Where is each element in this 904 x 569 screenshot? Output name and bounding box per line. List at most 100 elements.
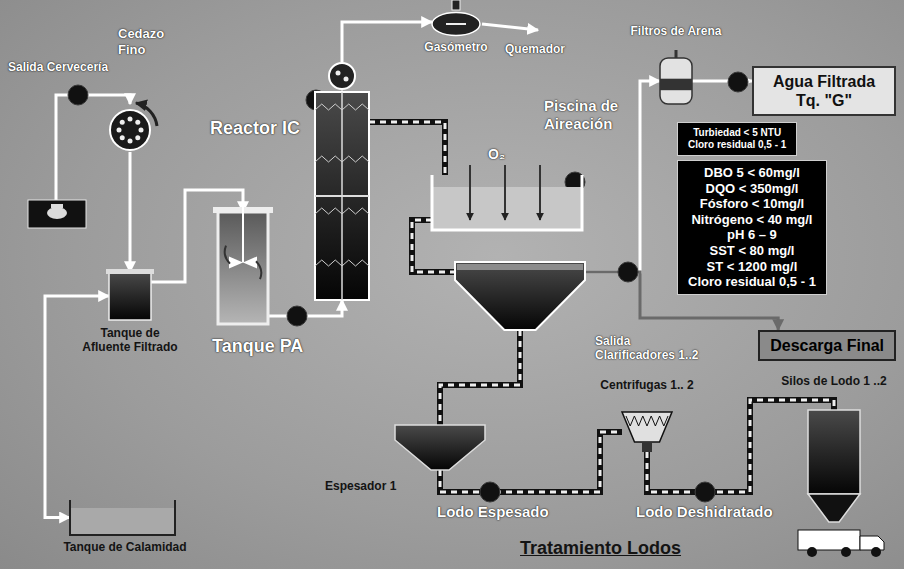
truck [798, 530, 884, 557]
feed-tank-drawing [109, 272, 151, 320]
clarifier: Salida Clarificadores 1..2 [455, 262, 585, 330]
gas-holder-shape [452, 0, 460, 10]
reactor-column-shape [344, 77, 349, 82]
screen-shape [139, 128, 144, 133]
water-line [129, 152, 132, 272]
aeration-basin: Piscina de Aireación [432, 175, 582, 230]
aeration-basin-shape [469, 165, 471, 220]
sludge-line [369, 122, 445, 175]
sludge-line [440, 330, 520, 425]
screen-shape [136, 103, 157, 126]
feed-tank: Tanque de Afluente Filtrado [109, 272, 151, 320]
water-box: Agua Filtrada Tq. "G" [752, 66, 896, 116]
aeration-basin-shape [504, 165, 506, 220]
node-text: Nitrógeno < 40 mg/l [688, 212, 816, 228]
drawing-part [287, 306, 307, 326]
node-text: Reactor IC [210, 118, 310, 140]
sludge-line-dash [440, 330, 520, 425]
plant-label: Quemador [505, 42, 565, 56]
reactor-column-drawing [315, 62, 369, 300]
centrifuge: Centrifugas 1.. 2 [622, 412, 672, 452]
label-holder: Espesador 1 [325, 479, 420, 493]
drawing-part [860, 536, 884, 550]
centrifuge-shape [622, 412, 672, 442]
label-holder: Silos de Lodo 1 ..2 [764, 374, 904, 388]
drawing-part [480, 482, 500, 502]
plant-label: Salida Cervecería [8, 60, 108, 74]
thickener-shape [395, 425, 485, 470]
node-text: Descarga Final [770, 336, 884, 355]
node-text: Agua Filtrada Tq. "G" [764, 72, 884, 110]
sand-filter-drawing [660, 58, 692, 104]
node-text: DQO < 350mg/l [688, 181, 816, 197]
drawing-part [871, 547, 881, 557]
node-text: Fósforo < 10mg/l [688, 196, 816, 212]
screen-shape [110, 110, 150, 150]
label-holder: Tanque de Afluente Filtrado [81, 326, 179, 355]
emergency-tank: Tanque de Calamidad [70, 500, 175, 535]
screen-shape [120, 120, 125, 125]
gas-holder-shape [432, 13, 480, 36]
sand-filter-shape [660, 58, 692, 104]
brewery-outlet [28, 95, 130, 228]
aeration-basin-drawing [432, 175, 582, 230]
sand-filter: Filtros de Arena [660, 58, 692, 104]
reactor-column-shape [315, 208, 369, 214]
reactor-column-shape [315, 156, 369, 162]
node-text: Cloro residual 0,5 - 1 [688, 274, 816, 290]
node-text: Cedazo Fino [118, 26, 170, 57]
feed-tank-shape [106, 269, 154, 274]
drawing-part [68, 85, 88, 105]
centrifuge-shape [626, 416, 668, 426]
screen-shape [135, 135, 140, 140]
thickener: Espesador 1 [395, 425, 485, 470]
water-line [45, 296, 109, 518]
screen-shape [135, 120, 140, 125]
line-label: Lodo Espesado [437, 503, 549, 521]
spec-box: Turbiedad < 5 NTUCloro residual 0,5 - 1 [677, 122, 797, 156]
node-text: Tanque de Afluente Filtrado [81, 326, 179, 355]
node-text: Centrifugas 1.. 2 [572, 378, 722, 392]
node-text: Turbiedad < 5 NTU [688, 127, 786, 139]
node-text: Tanque PA [212, 336, 322, 358]
mix-tank-drawing [218, 212, 268, 324]
sludge-silo-shape [808, 494, 860, 522]
node-text: DBO 5 < 60mg/l [688, 165, 816, 181]
pump-dots [68, 72, 748, 502]
clarifier-drawing [455, 262, 585, 330]
screen-shape [120, 135, 125, 140]
screen-shape [128, 139, 133, 144]
drawing-part [618, 262, 638, 282]
label-holder: Cedazo Fino [118, 26, 170, 57]
thickener-drawing [395, 425, 485, 470]
drawing-part [798, 530, 860, 550]
discharge-box: Descarga Final [758, 330, 896, 361]
burner-arrow [482, 24, 538, 30]
clarifier-shape [455, 262, 585, 330]
reactor-column-shape [315, 260, 369, 266]
screen-shape [117, 128, 122, 133]
spec-box: DBO 5 < 60mg/lDQO < 350mg/lFósforo < 10m… [677, 160, 827, 295]
label-holder: Reactor IC [210, 118, 310, 140]
sludge-silo-drawing [808, 410, 860, 522]
flow-line [440, 330, 520, 425]
gas-holder-drawing [432, 6, 480, 36]
label-holder: Gasómetro [411, 40, 501, 54]
label-holder: Filtros de Arena [615, 24, 737, 38]
mix-tank: Tanque PA [218, 212, 268, 324]
node-text: ST < 1200 mg/l [688, 259, 816, 275]
label-holder: Centrifugas 1.. 2 [572, 378, 722, 392]
aeration-basin-shape [539, 165, 541, 220]
drawing-part [28, 200, 86, 228]
aeration-basin-shape [432, 175, 582, 230]
reactor-column: Reactor IC [315, 62, 369, 300]
screen-shape [128, 117, 133, 122]
label-holder: Salida Clarificadores 1..2 [595, 334, 710, 363]
reactor-column-shape [341, 92, 343, 300]
screen-drawing [108, 108, 152, 152]
line-label: Lodo Deshidratado [636, 503, 773, 521]
label-holder: Tanque de Calamidad [55, 540, 195, 554]
emergency-tank-shape [70, 508, 175, 535]
sand-filter-shape [675, 50, 678, 58]
